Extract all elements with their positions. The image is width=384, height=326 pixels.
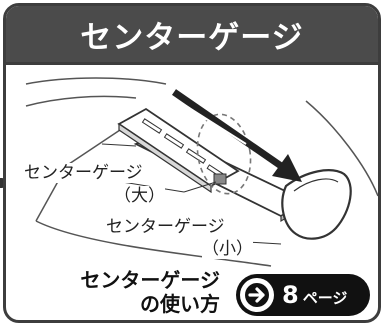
page-number: 8 xyxy=(282,281,299,309)
page-unit: ページ xyxy=(302,289,348,307)
usage-line-1: センターゲージ xyxy=(80,268,220,292)
panel-title: センターゲージ xyxy=(80,19,304,56)
title-divider xyxy=(6,62,378,65)
machine-outline xyxy=(25,77,167,85)
arrow-right-circle-icon xyxy=(240,278,274,312)
usage-reference-text: センターゲージ の使い方 xyxy=(70,268,220,316)
highlight-ellipse xyxy=(196,113,252,195)
gauge-illustration xyxy=(25,77,378,267)
label-center-gauge-small: センターゲージ xyxy=(106,217,225,237)
center-gauge-panel: センターゲージ xyxy=(3,3,381,323)
label-small-size: （小） xyxy=(202,239,253,259)
page-link-button[interactable]: 8 ページ xyxy=(236,274,370,316)
page-link-label: 8 ページ xyxy=(282,281,347,309)
large-gauge xyxy=(117,107,240,194)
label-large-size: （大） xyxy=(114,186,165,206)
usage-line-2: の使い方 xyxy=(140,292,220,316)
motion-arrow xyxy=(172,89,302,182)
label-center-gauge-large: センターゲージ xyxy=(24,163,143,183)
title-bar: センターゲージ xyxy=(6,6,378,62)
